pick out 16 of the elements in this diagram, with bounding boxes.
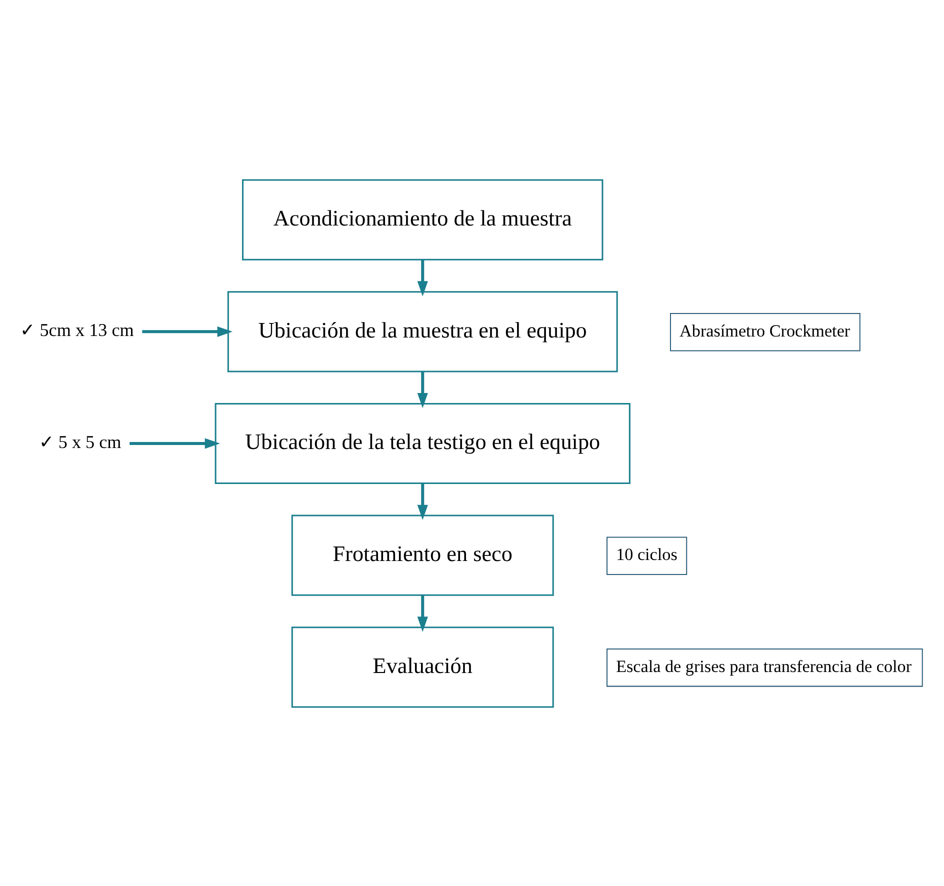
node-text: ✓ 5 x 5 cm (38, 431, 122, 452)
node-box: Ubicación de la tela testigo en el equipo (214, 402, 630, 484)
arrow (142, 326, 232, 336)
arrow (130, 438, 220, 448)
node-box: Ubicación de la muestra en el equipo (227, 290, 618, 372)
node-label: 10 ciclos (616, 544, 678, 564)
node-box: Evaluación (291, 626, 554, 708)
node-label: Abrasímetro Crockmeter (680, 320, 850, 340)
arrow (417, 483, 428, 520)
arrow (417, 371, 428, 408)
arrow (417, 594, 428, 632)
node-box: Acondicionamiento de la muestra (242, 178, 604, 260)
node-box: Frotamiento en seco (291, 514, 554, 596)
node-label: Escala de grises para transferencia de color (616, 656, 912, 676)
node-text: ✓ 5cm x 13 cm (20, 320, 134, 340)
arrow (417, 259, 428, 296)
